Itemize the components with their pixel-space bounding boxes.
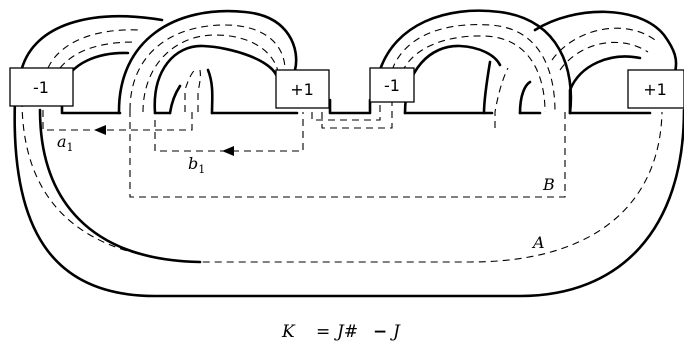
step-dash-1 [321,102,393,129]
label-A: A [531,233,545,252]
formula: K = J# − J [281,322,401,342]
arch3-outer [378,9,573,115]
twist-box-1-label: -1 [33,78,49,97]
twist-box-2: +1 [275,69,330,109]
label-B: B [542,175,555,194]
twist-box-4-label: +1 [643,80,667,99]
arch2-crossing-a [168,84,182,115]
arch4-dash-2 [559,41,649,71]
knot-strands [13,9,684,298]
a1-arrow-icon [94,125,106,135]
twist-box-2-label: +1 [290,80,314,99]
formula-J: J [390,322,401,342]
arch2-outer [117,9,298,115]
left-arch-dash-1 [47,29,141,69]
twist-box-3: -1 [369,67,415,103]
arch2-crossing-b [206,68,214,115]
b1-arrow-icon [222,146,234,156]
label-a1: a1 [57,132,74,154]
dashed-curves [21,24,663,263]
curve-A [21,99,663,263]
curve-b1 [154,112,304,152]
arch2-inner [153,44,280,115]
arch2-inner-dash-1 [184,69,196,112]
twist-box-3-label: -1 [384,76,400,95]
formula-minus: − [373,322,387,342]
left-arch-dash-2 [59,41,136,69]
arch3-crossing-b [518,80,532,115]
arch3-inner-dash [494,67,509,128]
formula-Jsharp: J# [334,322,358,342]
curve-B [129,110,566,198]
arch2-inner-dash-2 [197,69,201,112]
arch2-dash-1 [129,24,286,111]
outer-band-outer-edge [13,98,684,298]
arch4-inner [568,55,642,115]
left-arch-outer [20,14,164,70]
formula-K: K [281,322,296,342]
step-dash-2 [311,102,381,121]
arch3-dash-2 [401,35,546,113]
arch4-outer [533,10,678,74]
label-b1: b1 [188,154,205,176]
step-link [328,98,372,115]
twist-box-4: +1 [627,69,684,109]
twist-box-1: -1 [9,67,74,107]
arch3-crossing-a [482,60,492,115]
arch4-dash-1 [551,27,656,61]
formula-equals: = [316,322,330,342]
